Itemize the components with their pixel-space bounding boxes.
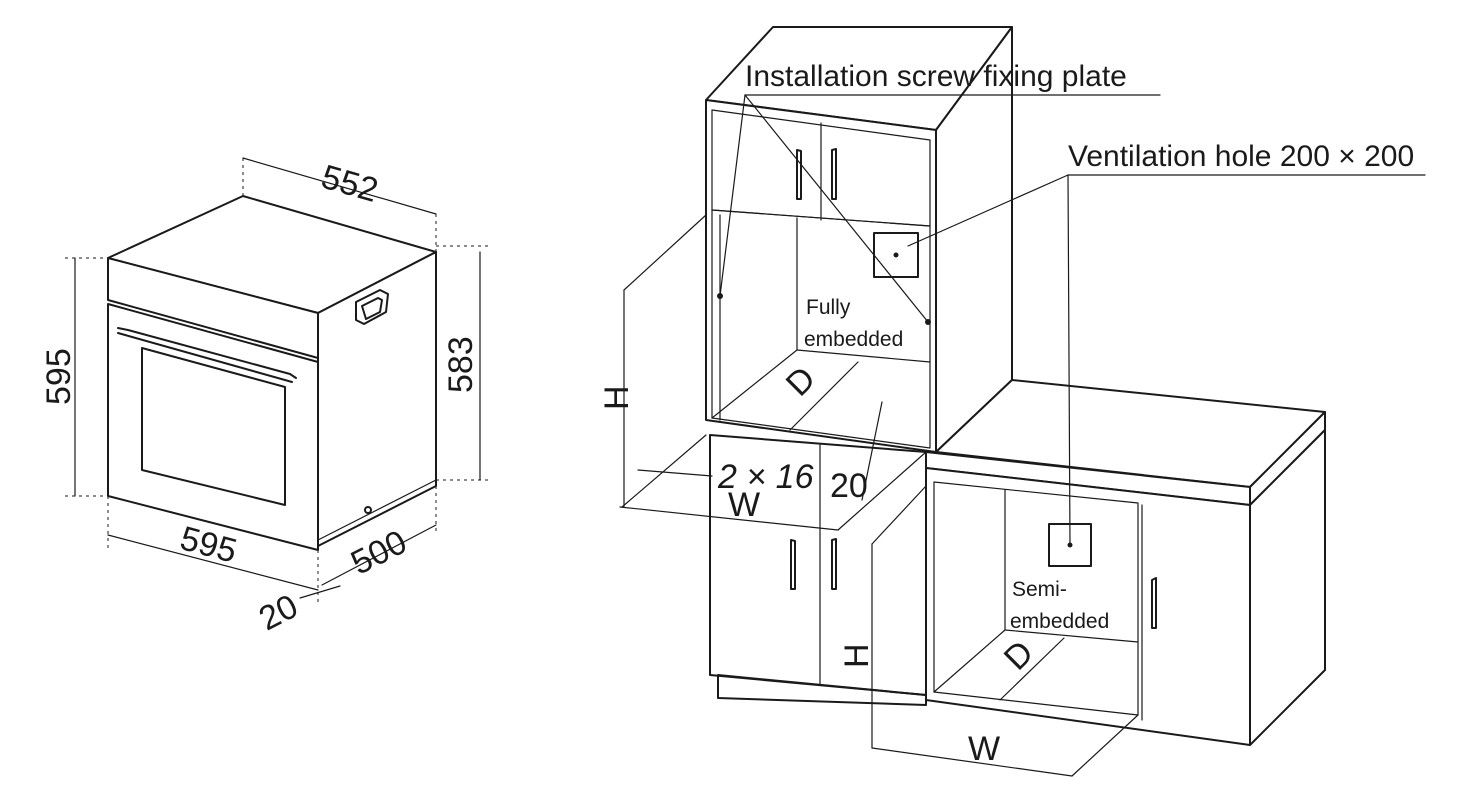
semi-embedded-label-line1: Semi-	[1012, 578, 1067, 601]
dim-H-lower-label: H	[838, 643, 876, 668]
dim-W-upper-label: W	[728, 486, 760, 524]
dim-500-depth-label: 500	[345, 523, 413, 583]
dim-H-upper-label: H	[598, 385, 636, 410]
dim-W-lower-label: W	[968, 730, 1000, 768]
fully-embedded-label-line1: Fully	[806, 296, 851, 319]
screw-plate-label: Installation screw fixing plate	[745, 60, 1127, 93]
dim-583-height-label: 583	[442, 336, 480, 393]
countertop-cabinet	[925, 379, 1326, 746]
leader-lines	[719, 94, 1426, 546]
dim-595-height-label: 595	[40, 348, 78, 405]
dim-552-label: 552	[317, 158, 382, 210]
oven-handle	[117, 327, 297, 379]
dim-20-gap-label: 20	[830, 467, 868, 505]
vent-hole-label: Ventilation hole 200 × 200	[1068, 140, 1414, 173]
oven-side-bracket	[355, 289, 389, 325]
fully-embedded-label-line2: embedded	[804, 328, 903, 351]
oven-dimensions	[65, 157, 490, 605]
oven-window	[141, 347, 286, 506]
semi-embedded-label-line2: embedded	[1010, 610, 1109, 633]
oven-drawing	[107, 195, 437, 551]
cabinet-dimensions	[619, 214, 1139, 777]
dim-20-door-label: 20	[253, 587, 304, 638]
dim-2x16-label: 2 × 16	[717, 458, 814, 496]
